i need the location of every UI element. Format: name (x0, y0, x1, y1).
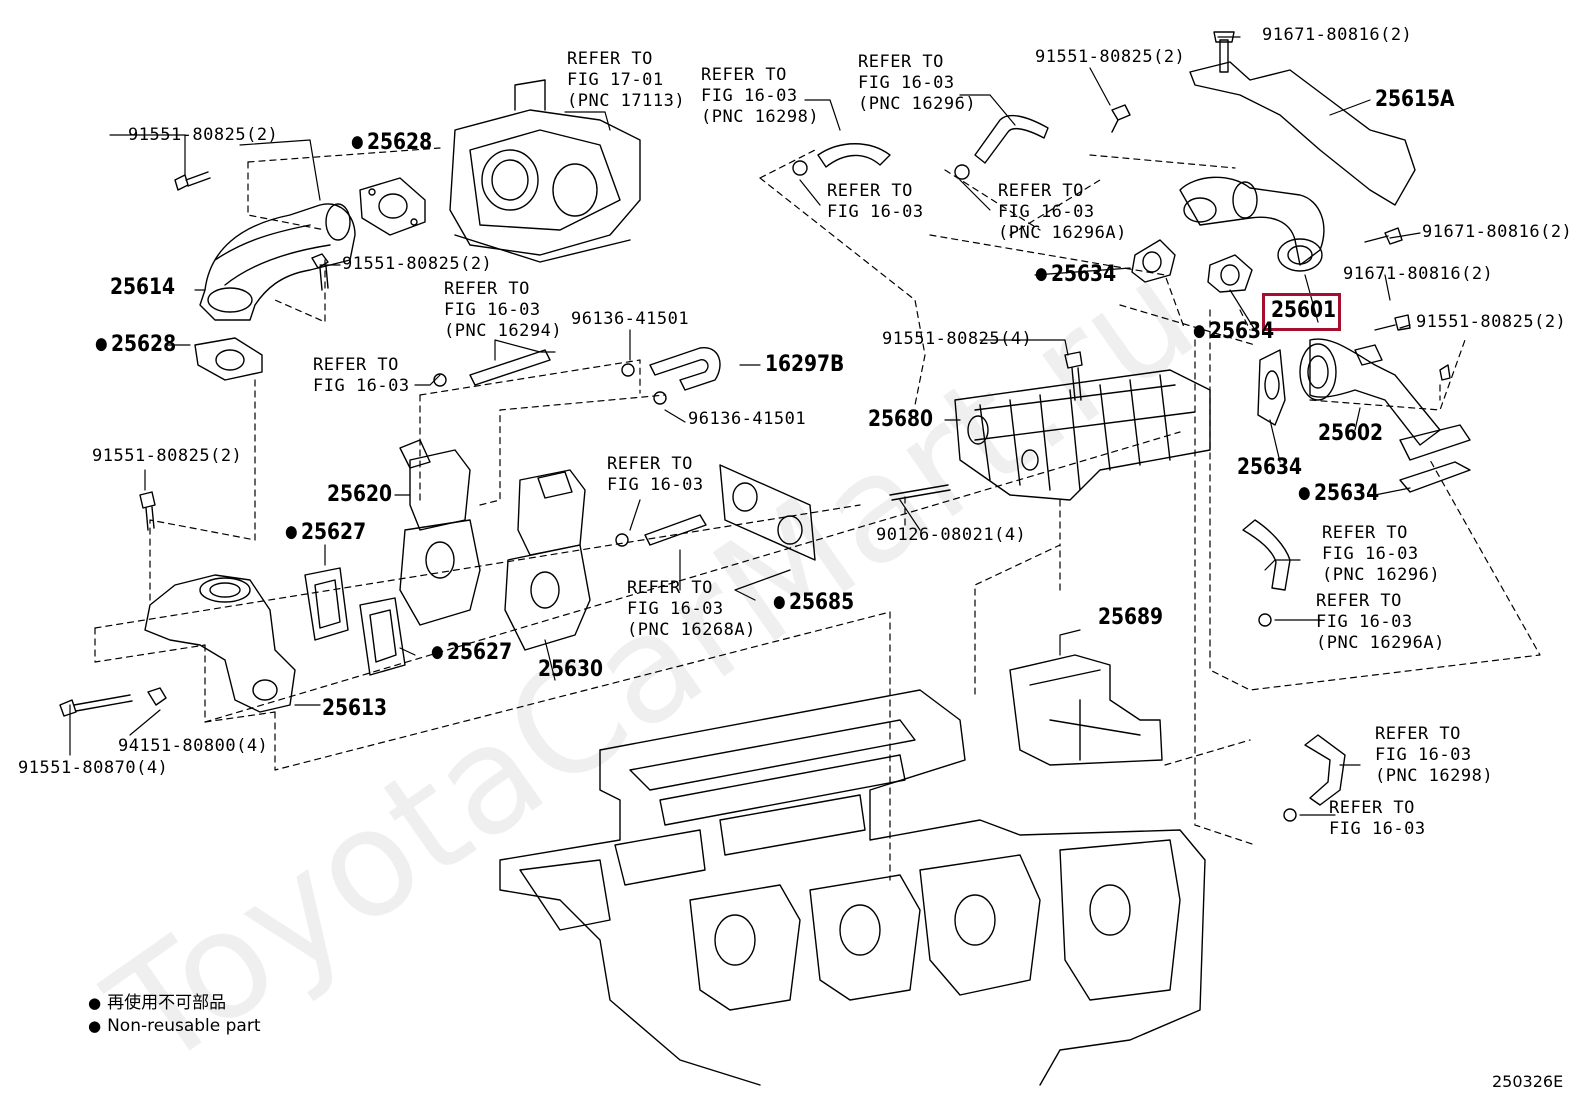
refer-to-fig-16-03-16296-top[interactable]: REFER TO FIG 16-03 (PNC 16296) (858, 52, 977, 114)
egr-cooler-25680 (954, 369, 1211, 501)
part-label-25627-b[interactable]: 25627 (431, 640, 512, 665)
bolt-25602-top (1374, 314, 1411, 331)
part-label-25613[interactable]: 25613 (322, 696, 388, 721)
part-label-25614[interactable]: 25614 (110, 275, 176, 300)
egr-pipe-25614 (199, 203, 356, 321)
fastener-label-91551-80825-right[interactable]: 91551-80825(2) (1416, 312, 1567, 332)
part-label-25634-c[interactable]: 25634 (1237, 455, 1303, 480)
part-label-16297B[interactable]: 16297B (765, 352, 845, 377)
part-label-25630[interactable]: 25630 (538, 657, 604, 682)
part-label-25601[interactable]: 25601 (1271, 298, 1337, 323)
legend-text-en: Non-reusable part (107, 1016, 261, 1036)
refer-to-fig-16-03-16296-right[interactable]: REFER TO FIG 16-03 (PNC 16296) (1322, 523, 1441, 585)
part-label-25634-d[interactable]: 25634 (1298, 481, 1379, 506)
legend-item-en: ● Non-reusable part (88, 1015, 260, 1037)
adapter-25613 (144, 574, 296, 713)
fastener-label-96136-41501-a[interactable]: 96136-41501 (571, 309, 690, 329)
bolt-mid-left (311, 253, 329, 291)
hose-16296-upper (954, 114, 1049, 180)
engine-block (499, 689, 1206, 1086)
fastener-label-96136-41501-b[interactable]: 96136-41501 (688, 409, 807, 429)
bolt-upper-left (174, 171, 211, 191)
gasket-25628-lower (194, 337, 263, 381)
legend-text-jp: 再使用不可部品 (107, 993, 227, 1013)
gasket-25634-right (1257, 349, 1286, 426)
refer-to-fig-16-03-16296A-right[interactable]: REFER TO FIG 16-03 (PNC 16296A) (1316, 591, 1445, 653)
fastener-label-94151-80800[interactable]: 94151-80800(4) (118, 736, 269, 756)
cover-25689 (1009, 654, 1163, 766)
legend-item-jp: ● 再使用不可部品 (88, 992, 226, 1014)
bolt-25613-top (139, 491, 156, 531)
hose-16298-lower (1283, 734, 1346, 822)
gasket-25634-bottom (1399, 461, 1471, 493)
part-label-25627-a[interactable]: 25627 (285, 520, 366, 545)
egr-pipe-25602 (1299, 338, 1471, 461)
part-label-25685[interactable]: 25685 (773, 590, 854, 615)
refer-to-fig-16-03-clamp-left[interactable]: REFER TO FIG 16-03 (313, 355, 410, 396)
part-label-25680[interactable]: 25680 (868, 407, 934, 432)
dashed-guide-lines (94, 147, 1541, 881)
gasket-25627-2 (359, 597, 406, 676)
part-label-25615A[interactable]: 25615A (1375, 87, 1455, 112)
refer-to-fig-16-03-16296A-top[interactable]: REFER TO FIG 16-03 (PNC 16296A) (998, 181, 1127, 243)
bolt-25601-right (1364, 227, 1403, 245)
fastener-label-91551-80825-upperleft[interactable]: 91551-80825(2) (128, 125, 279, 145)
part-label-25628-a[interactable]: 25628 (351, 130, 432, 155)
part-label-25634-b[interactable]: 25634 (1193, 319, 1274, 344)
refer-to-fig-16-03-clamp-mid[interactable]: REFER TO FIG 16-03 (607, 454, 704, 495)
refer-to-fig-16-03-clamp-top[interactable]: REFER TO FIG 16-03 (827, 181, 924, 222)
bolt-25602-right (1439, 364, 1451, 381)
refer-to-fig-17-01[interactable]: REFER TO FIG 17-01 (PNC 17113) (567, 49, 686, 111)
part-label-25628-b[interactable]: 25628 (95, 332, 176, 357)
part-label-25689[interactable]: 25689 (1098, 605, 1164, 630)
stud-90126 (889, 484, 951, 501)
fastener-label-90126-08021[interactable]: 90126-08021(4) (876, 525, 1027, 545)
part-label-25620[interactable]: 25620 (327, 482, 393, 507)
refer-to-fig-16-03-16298-top[interactable]: REFER TO FIG 16-03 (PNC 16298) (701, 65, 820, 127)
refer-to-fig-16-03-16298-right[interactable]: REFER TO FIG 16-03 (PNC 16298) (1375, 724, 1494, 786)
fastener-label-91551-80825-left[interactable]: 91551-80825(2) (92, 446, 243, 466)
nut-94151 (147, 687, 167, 706)
bolt-top-right (1111, 104, 1131, 133)
heat-insulator-25615A (1189, 31, 1416, 206)
gasket-25634-upper-1 (1131, 239, 1176, 283)
hose-16294 (433, 349, 551, 387)
bolt-25680 (1064, 351, 1083, 401)
fastener-label-91551-80825-cooler[interactable]: 91551-80825(4) (882, 329, 1033, 349)
egr-valve-25620 (399, 439, 481, 626)
filled-circle-icon: ● (88, 1017, 102, 1035)
fastener-label-91551-80870[interactable]: 91551-80870(4) (18, 758, 169, 778)
egr-pipe-25601 (1179, 176, 1325, 272)
fastener-label-91671-80816-top[interactable]: 91671-80816(2) (1262, 25, 1413, 45)
filled-circle-icon: ● (88, 994, 102, 1012)
highlight-box-25601 (1262, 293, 1341, 331)
egr-valve-25630 (504, 469, 591, 651)
hose-16298-upper (792, 143, 891, 176)
diagram-code: 250326E (1492, 1072, 1564, 1091)
refer-to-fig-16-03-16268A[interactable]: REFER TO FIG 16-03 (PNC 16268A) (627, 578, 756, 640)
part-label-25634-a[interactable]: 25634 (1035, 262, 1116, 287)
fastener-label-91671-80816-right[interactable]: 91671-80816(2) (1422, 222, 1573, 242)
part-label-25602[interactable]: 25602 (1318, 421, 1384, 446)
hose-16297B (621, 347, 721, 405)
fastener-label-91551-80825-top[interactable]: 91551-80825(2) (1035, 47, 1186, 67)
throttle-body (449, 79, 641, 263)
gasket-25634-upper-2 (1207, 254, 1253, 293)
gasket-25628-upper (359, 177, 426, 236)
gasket-25627-1 (304, 567, 349, 641)
fastener-label-91671-80816-mid[interactable]: 91671-80816(2) (1343, 264, 1494, 284)
hose-16296-lower (1242, 519, 1291, 627)
plate-25685 (719, 464, 816, 561)
fastener-label-91551-80825-pipe[interactable]: 91551-80825(2) (342, 254, 493, 274)
bolt-91551-80870 (59, 694, 133, 717)
refer-to-fig-16-03-16294[interactable]: REFER TO FIG 16-03 (PNC 16294) (444, 279, 563, 341)
refer-to-fig-16-03-clamp-right[interactable]: REFER TO FIG 16-03 (1329, 798, 1426, 839)
hose-16268A (615, 514, 707, 547)
